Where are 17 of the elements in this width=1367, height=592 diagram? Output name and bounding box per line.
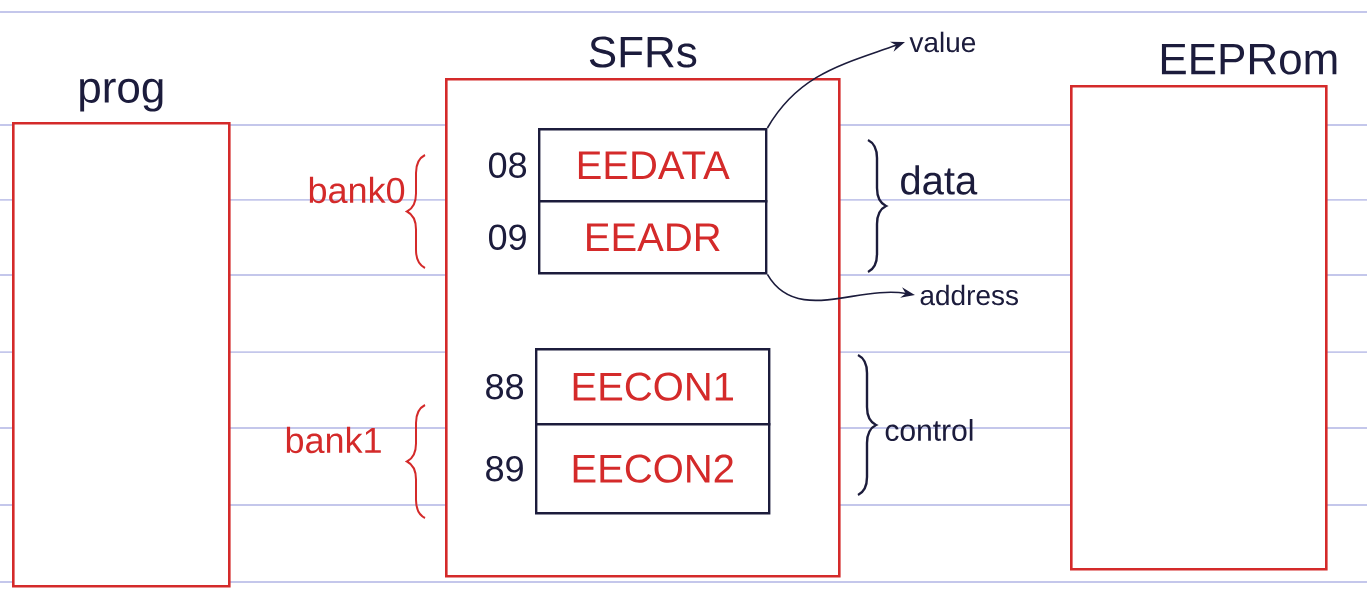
register-cell: EECON2 — [535, 423, 771, 515]
register-address: 08 — [488, 152, 527, 178]
register-cell: EECON1 — [535, 348, 771, 426]
bank-label: bank1 — [286, 426, 381, 454]
bank-label: control — [885, 419, 973, 441]
box-heading: prog — [80, 78, 163, 112]
register-address: 88 — [486, 373, 524, 400]
bank-label: data — [901, 165, 978, 195]
register-cell: EEADR — [538, 200, 768, 275]
register-cell: EEDATA — [538, 128, 768, 203]
box-heading: SFRs — [589, 36, 697, 68]
box-heading: EEPRom — [1161, 43, 1337, 75]
register-address: 09 — [488, 224, 526, 250]
bank-label: bank0 — [309, 176, 405, 204]
note-text: value — [909, 31, 976, 53]
register-address: 89 — [486, 455, 523, 482]
note-text: address — [920, 284, 1018, 306]
